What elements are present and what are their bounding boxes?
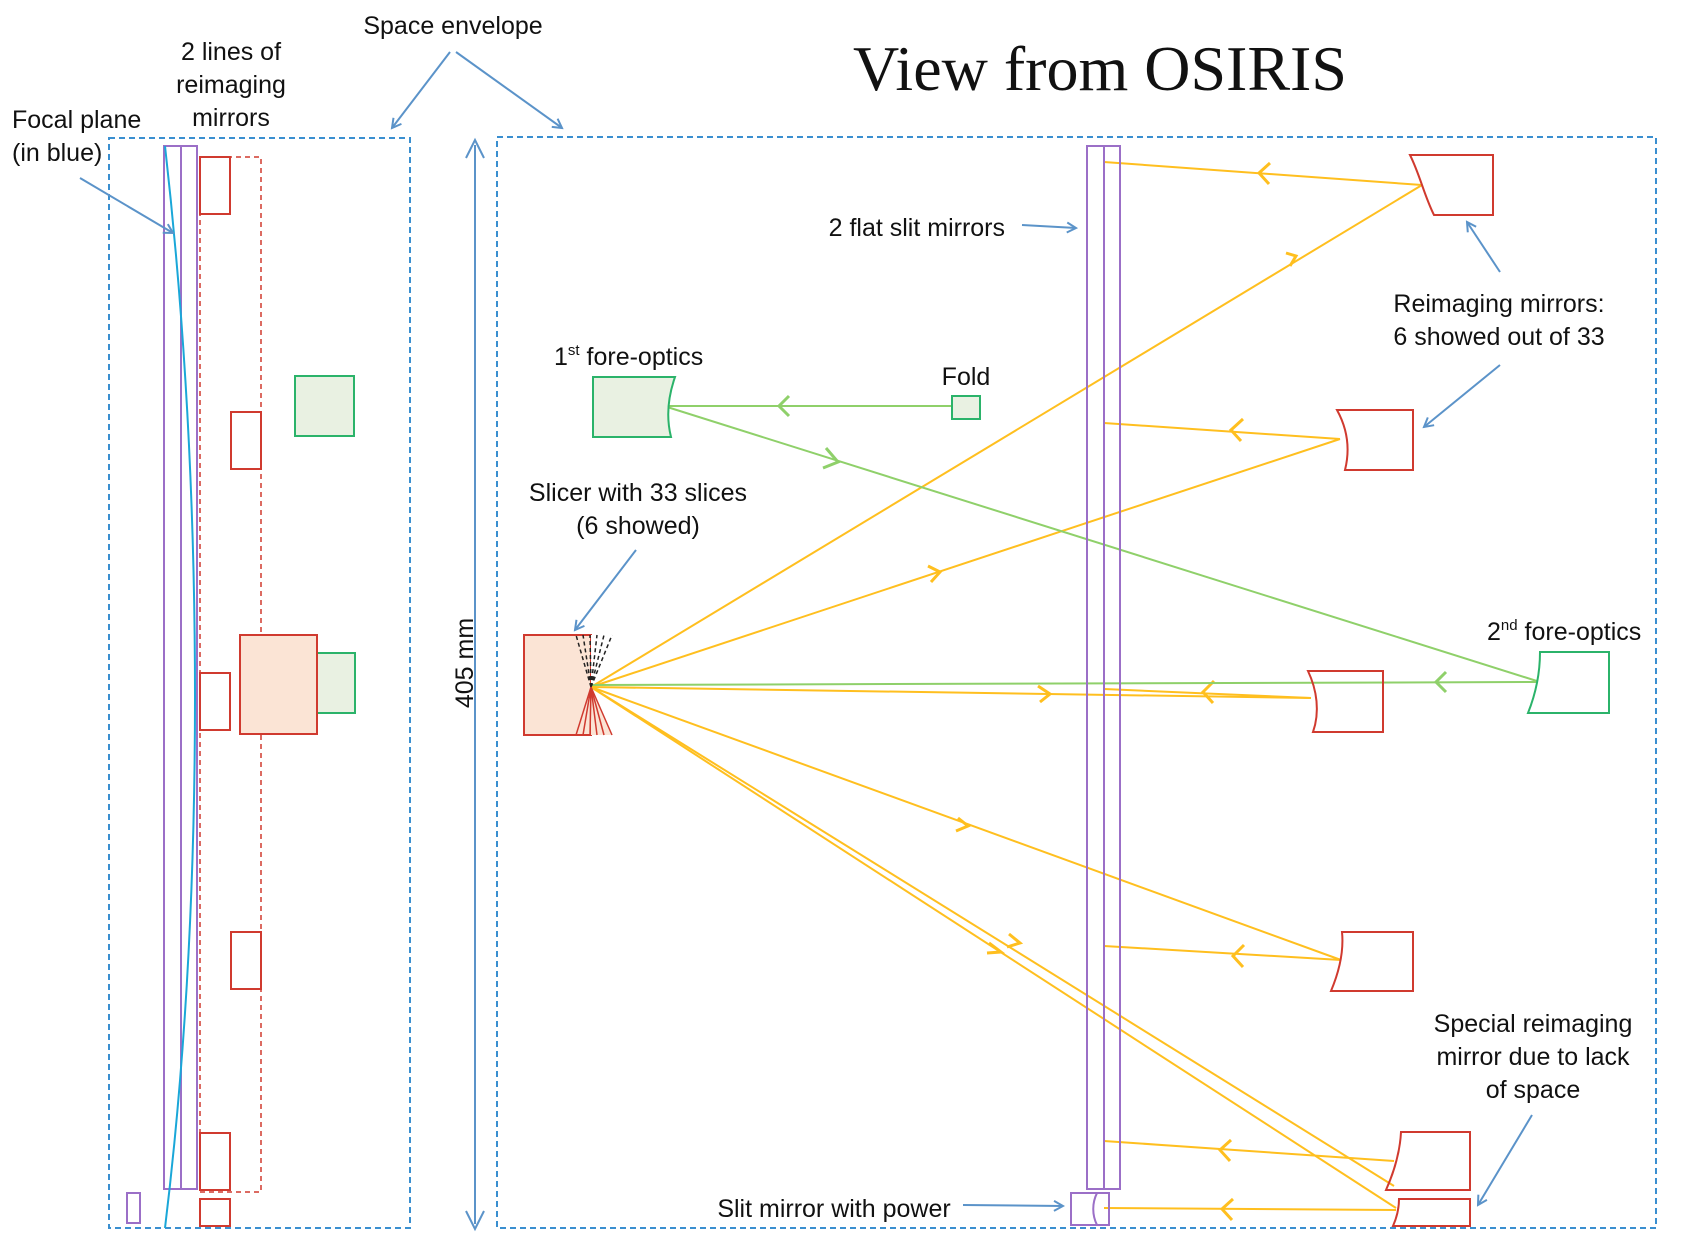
- label-slicer-2: (6 showed): [576, 512, 700, 540]
- label-flat-slit-mirrors: 2 flat slit mirrors: [829, 214, 1005, 242]
- fore-optics-1: [592, 376, 677, 438]
- label-two-lines-1: 2 lines of: [181, 38, 281, 66]
- reimaging-mirror-side: [199, 672, 231, 731]
- reimaging-mirror: [1329, 931, 1414, 992]
- flat-slit-mirror: [1086, 145, 1105, 1190]
- dimension-label: 405 mm: [451, 618, 479, 708]
- label-slit-mirror-power: Slit mirror with power: [717, 1195, 950, 1223]
- slicer: [523, 634, 613, 736]
- focal-plane-curve: [164, 145, 196, 1229]
- arrow-pointer: [575, 549, 637, 630]
- reimaging-mirror-side: [199, 156, 231, 215]
- green-arrowheads: [776, 394, 1448, 694]
- reimaging-mirrors-front: [1306, 154, 1494, 1227]
- slit-power-side: [126, 1192, 141, 1224]
- arrow-pointer: [1467, 222, 1501, 273]
- reimaging-mirror: [1391, 1198, 1471, 1227]
- label-fold: Fold: [942, 363, 991, 391]
- label-two-lines-2: reimaging: [176, 71, 286, 99]
- callout-arrows: [79, 51, 1533, 1206]
- label-reimaging-2: 6 showed out of 33: [1393, 323, 1604, 351]
- reimaging-mirror-side: [199, 1132, 231, 1191]
- slit-mirror-with-power: [1070, 1192, 1110, 1226]
- label-slicer-1: Slicer with 33 slices: [529, 479, 747, 507]
- fore-optics-side: [294, 375, 355, 437]
- side-view-panel: [108, 137, 411, 1229]
- space-envelope-right: [496, 136, 1657, 1229]
- arrow-pointer: [79, 177, 173, 233]
- label-fore-optics-1: 1st fore-optics: [554, 342, 703, 371]
- label-focal-plane-2: (in blue): [12, 139, 102, 167]
- label-space-envelope: Space envelope: [363, 12, 542, 40]
- yellow-arrowheads: [927, 161, 1299, 1222]
- label-fore-optics-2: 2nd fore-optics: [1487, 617, 1641, 646]
- slicer-side: [239, 634, 318, 735]
- slit-mirror-strip: [163, 145, 182, 1190]
- flat-slit-mirror: [1103, 145, 1121, 1190]
- slit-mirror-strip: [180, 145, 198, 1190]
- arrow-pointer: [1478, 1114, 1533, 1205]
- front-view-panel: [496, 136, 1657, 1229]
- arrow-pointer: [455, 51, 562, 128]
- slit-mirror-with-power-curve: [1092, 1192, 1098, 1226]
- fold-mirror: [951, 395, 981, 420]
- reimaging-mirror-side: [230, 931, 262, 990]
- label-two-lines-3: mirrors: [192, 104, 270, 132]
- fore-optics-2: [1526, 651, 1610, 714]
- space-envelope-left: [108, 137, 411, 1229]
- reimaging-mirror: [1306, 670, 1384, 733]
- yellow-rays: [590, 161, 1423, 1211]
- reimaging-mirror-side: [230, 411, 262, 470]
- label-special-2: mirror due to lack: [1436, 1043, 1630, 1071]
- arrow-pointer: [392, 51, 451, 128]
- fore-optics-side: [315, 652, 356, 714]
- arrow-pointer: [1021, 225, 1076, 228]
- arrow-pointer: [962, 1205, 1063, 1206]
- diagram-title: View from OSIRIS: [853, 33, 1347, 104]
- label-special-3: of space: [1486, 1076, 1581, 1104]
- label-reimaging-1: Reimaging mirrors:: [1393, 290, 1604, 318]
- arrow-pointer: [1424, 364, 1501, 427]
- dimension-arrow: [465, 137, 485, 1232]
- label-special-1: Special reimaging: [1434, 1010, 1633, 1038]
- special-reimaging-mirror: [1384, 1131, 1471, 1191]
- label-focal-plane-1: Focal plane: [12, 106, 141, 134]
- green-rays: [590, 405, 1541, 686]
- reimaging-mirror-side: [199, 1198, 231, 1227]
- reimaging-mirror: [1335, 409, 1414, 471]
- reimaging-mirror: [1408, 154, 1494, 216]
